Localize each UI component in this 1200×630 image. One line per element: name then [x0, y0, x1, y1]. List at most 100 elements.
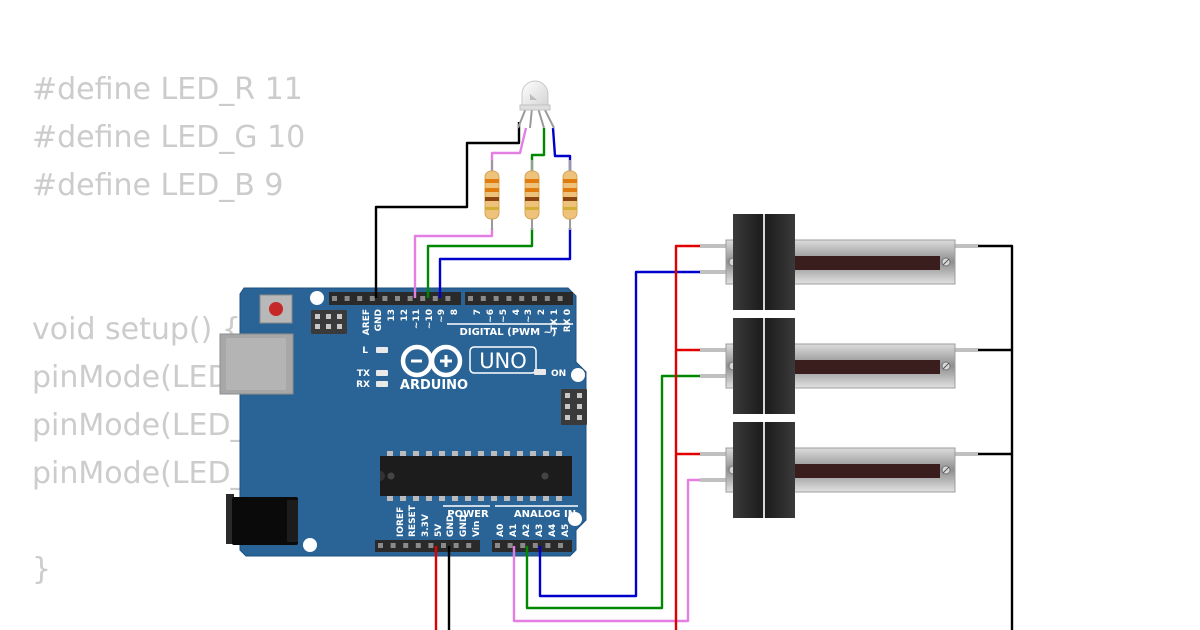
- arduino-logo-icon: [400, 344, 463, 378]
- digital-pin-label: 12: [400, 309, 410, 322]
- header-pin[interactable]: [557, 296, 563, 301]
- header-pin[interactable]: [332, 296, 337, 301]
- header-pin[interactable]: [420, 296, 426, 301]
- wire-vcc-rail[interactable]: [674, 244, 728, 630]
- power-pin-label: 5V: [434, 524, 444, 537]
- chip-leg: [439, 451, 445, 457]
- analog-pin-label: A1: [509, 524, 519, 537]
- chip-leg: [530, 495, 536, 501]
- microcontroller-chip: [380, 451, 572, 501]
- mounting-hole: [568, 512, 582, 526]
- chip-leg: [387, 495, 393, 501]
- chip-leg: [400, 495, 406, 501]
- digital-header-right: [465, 292, 573, 305]
- slide-potentiometers: [700, 214, 978, 518]
- rx-led-icon: [376, 381, 388, 387]
- header-pin[interactable]: [441, 543, 446, 548]
- resistor-icon: [524, 160, 540, 230]
- analog-pin-label: A0: [496, 524, 506, 537]
- power-pin-label: 3.3V: [421, 514, 431, 537]
- header-pin[interactable]: [519, 296, 525, 301]
- header-pin[interactable]: [415, 543, 421, 548]
- header-pin[interactable]: [432, 296, 438, 301]
- header-pin[interactable]: [390, 543, 396, 548]
- header-pin[interactable]: [403, 543, 409, 548]
- tx-label: TX: [357, 369, 370, 379]
- chip-leg: [426, 495, 432, 501]
- digital-pin-label: RX 0: [563, 309, 573, 332]
- chip-leg: [556, 495, 562, 501]
- wire-pin9[interactable]: [438, 228, 572, 298]
- chip-leg: [517, 495, 523, 501]
- mounting-hole: [303, 538, 317, 552]
- chip-leg: [478, 495, 484, 501]
- header-pin[interactable]: [466, 543, 472, 548]
- header-pin[interactable]: [357, 296, 363, 301]
- header-pin[interactable]: [545, 543, 551, 548]
- code-line: #define LED_B 9: [32, 168, 284, 203]
- mounting-hole: [310, 291, 324, 305]
- header-pin[interactable]: [532, 543, 538, 548]
- header-pin[interactable]: [428, 543, 434, 548]
- power-pin-label: GND: [459, 515, 469, 537]
- header-pin[interactable]: [344, 296, 350, 301]
- slide-potentiometer[interactable]: [700, 422, 978, 518]
- rx-label: RX: [356, 380, 370, 390]
- wire-led-blue-lead[interactable]: [551, 127, 572, 172]
- wire-gnd-rail[interactable]: [955, 244, 1014, 630]
- chip-leg: [387, 451, 393, 457]
- chip-leg: [478, 451, 484, 457]
- header-pin[interactable]: [520, 543, 526, 548]
- wire-a2-pot2[interactable]: [525, 374, 728, 610]
- digital-pin-label: ~11: [412, 309, 422, 329]
- digital-pin-label: TX 1: [550, 309, 560, 331]
- wire-pin10[interactable]: [426, 228, 534, 298]
- wire-led-gnd[interactable]: [374, 122, 521, 298]
- digital-pin-label: 13: [387, 309, 397, 322]
- header-pin[interactable]: [507, 543, 513, 548]
- digital-pin-label: AREF: [362, 309, 372, 335]
- wire-led-green-lead[interactable]: [530, 128, 546, 172]
- header-pin[interactable]: [378, 543, 383, 548]
- slide-potentiometer[interactable]: [700, 318, 978, 414]
- chip-leg: [465, 495, 471, 501]
- analog-pin-label: A3: [535, 524, 545, 537]
- model-label: UNO: [479, 349, 527, 373]
- l-label: L: [362, 346, 368, 356]
- digital-pin-label: 8: [450, 309, 460, 315]
- header-pin[interactable]: [506, 296, 512, 301]
- header-pin[interactable]: [395, 296, 400, 301]
- wires: [374, 122, 1014, 630]
- power-pin-label: Vin: [472, 521, 482, 537]
- chip-leg: [413, 451, 419, 457]
- header-pin[interactable]: [544, 296, 550, 301]
- digital-pin-label: ~10: [425, 309, 435, 329]
- header-pin[interactable]: [445, 296, 451, 301]
- digital-pin-label: ~5: [499, 309, 509, 323]
- code-line: void setup() {: [32, 312, 241, 347]
- header-pin[interactable]: [493, 296, 499, 301]
- header-pin[interactable]: [369, 296, 375, 301]
- header-pin[interactable]: [495, 543, 500, 548]
- slide-potentiometer[interactable]: [700, 214, 978, 310]
- reset-button[interactable]: [259, 294, 293, 324]
- header-pin[interactable]: [532, 296, 537, 301]
- header-pin[interactable]: [407, 296, 413, 301]
- power-label: POWER: [447, 509, 489, 520]
- header-pin[interactable]: [468, 296, 473, 301]
- tx-led-icon: [376, 370, 388, 376]
- digital-pin-label: ~3: [524, 309, 534, 323]
- wire-led-red-lead[interactable]: [490, 127, 528, 172]
- wire-pin11[interactable]: [413, 228, 494, 298]
- header-pin[interactable]: [382, 296, 388, 301]
- header-pin[interactable]: [453, 543, 459, 548]
- header-pin[interactable]: [480, 296, 486, 301]
- chip-leg: [452, 451, 458, 457]
- analog-pin-label: A2: [522, 524, 532, 537]
- wire-a3-pot1[interactable]: [538, 270, 728, 598]
- header-pin[interactable]: [558, 543, 563, 548]
- model-badge: [469, 346, 537, 374]
- chip-leg: [452, 495, 458, 501]
- power-pin-label: RESET: [408, 504, 418, 537]
- digital-pin-label: ~9: [437, 309, 447, 323]
